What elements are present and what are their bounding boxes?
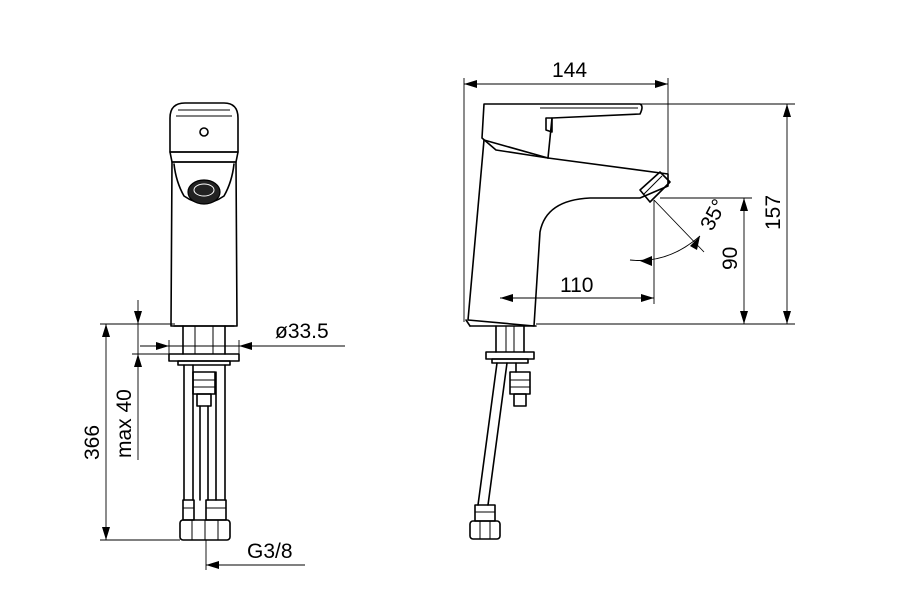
side-dimensions: 144 157 90 110 35°: [463, 59, 795, 325]
spout-reach-label: 110: [560, 274, 593, 297]
side-lever: [481, 103, 643, 159]
overall-length-label: 144: [552, 59, 587, 82]
side-aerator: [639, 171, 671, 203]
side-mounting-plate: [485, 351, 535, 360]
deck-thickness-label: max 40: [113, 389, 136, 458]
thread-label: G3/8: [247, 540, 293, 563]
total-height-label: 157: [762, 195, 785, 230]
hose-length-label: 366: [81, 425, 104, 460]
spout-angle-label: 35°: [696, 196, 731, 235]
front-mounting-plate: [168, 353, 240, 362]
side-view: [465, 103, 671, 540]
front-indicator-dot: [199, 127, 209, 137]
diameter-label: ø33.5: [275, 320, 329, 343]
spout-height-label: 90: [719, 247, 742, 270]
side-connection-nut: [469, 520, 501, 540]
front-view: [168, 102, 240, 541]
side-body-spout: [467, 139, 669, 327]
front-body: [170, 161, 238, 327]
front-lever: [169, 102, 239, 153]
front-dimensions: ø33.5 max 40 366 G3/8: [81, 300, 345, 570]
